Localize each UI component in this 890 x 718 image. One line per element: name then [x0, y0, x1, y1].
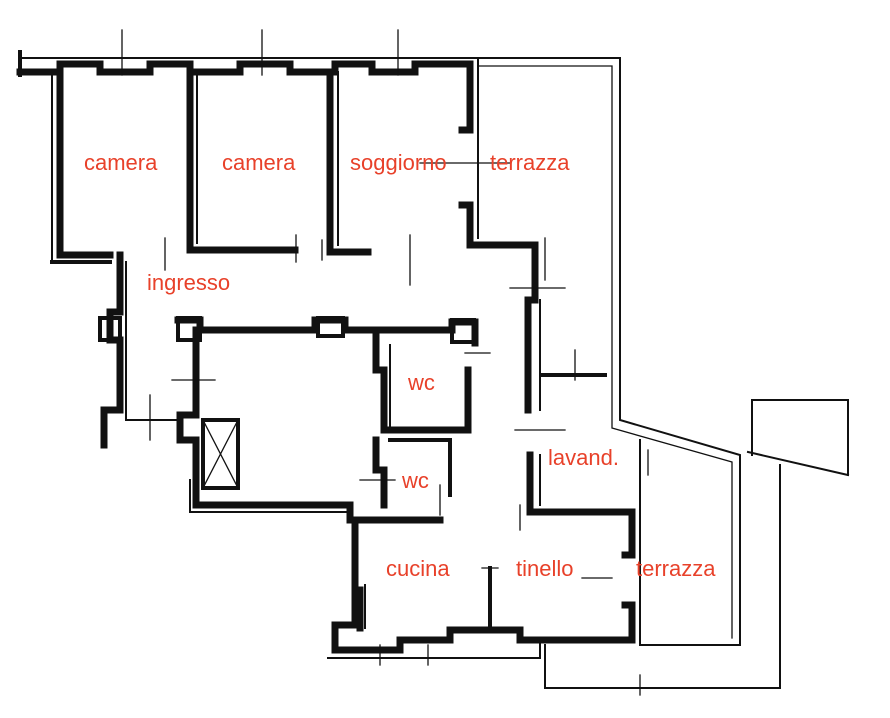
room-label-wc-2: wc — [401, 468, 429, 493]
room-label-camera-1: camera — [84, 150, 158, 175]
room-label-terrazza-top: terrazza — [490, 150, 570, 175]
wall-wc — [359, 331, 491, 516]
wall-soggiorno-right — [419, 57, 607, 414]
room-label-tinello: tinello — [516, 556, 573, 581]
wall-kitchen — [327, 429, 649, 666]
wall-left-wing — [50, 68, 179, 449]
room-label-ingresso: ingresso — [147, 270, 230, 295]
room-label-wc-1: wc — [407, 370, 435, 395]
wall-central-block — [171, 316, 479, 524]
room-label-cucina: cucina — [386, 556, 450, 581]
terrace-boundary — [477, 57, 850, 696]
wall-bedrooms — [164, 68, 411, 286]
room-label-terrazza-bottom: terrazza — [636, 556, 716, 581]
room-label-lavand: lavand. — [548, 445, 619, 470]
wall-top — [16, 29, 479, 77]
room-label-camera-2: camera — [222, 150, 296, 175]
room-label-soggiorno: soggiorno — [350, 150, 447, 175]
